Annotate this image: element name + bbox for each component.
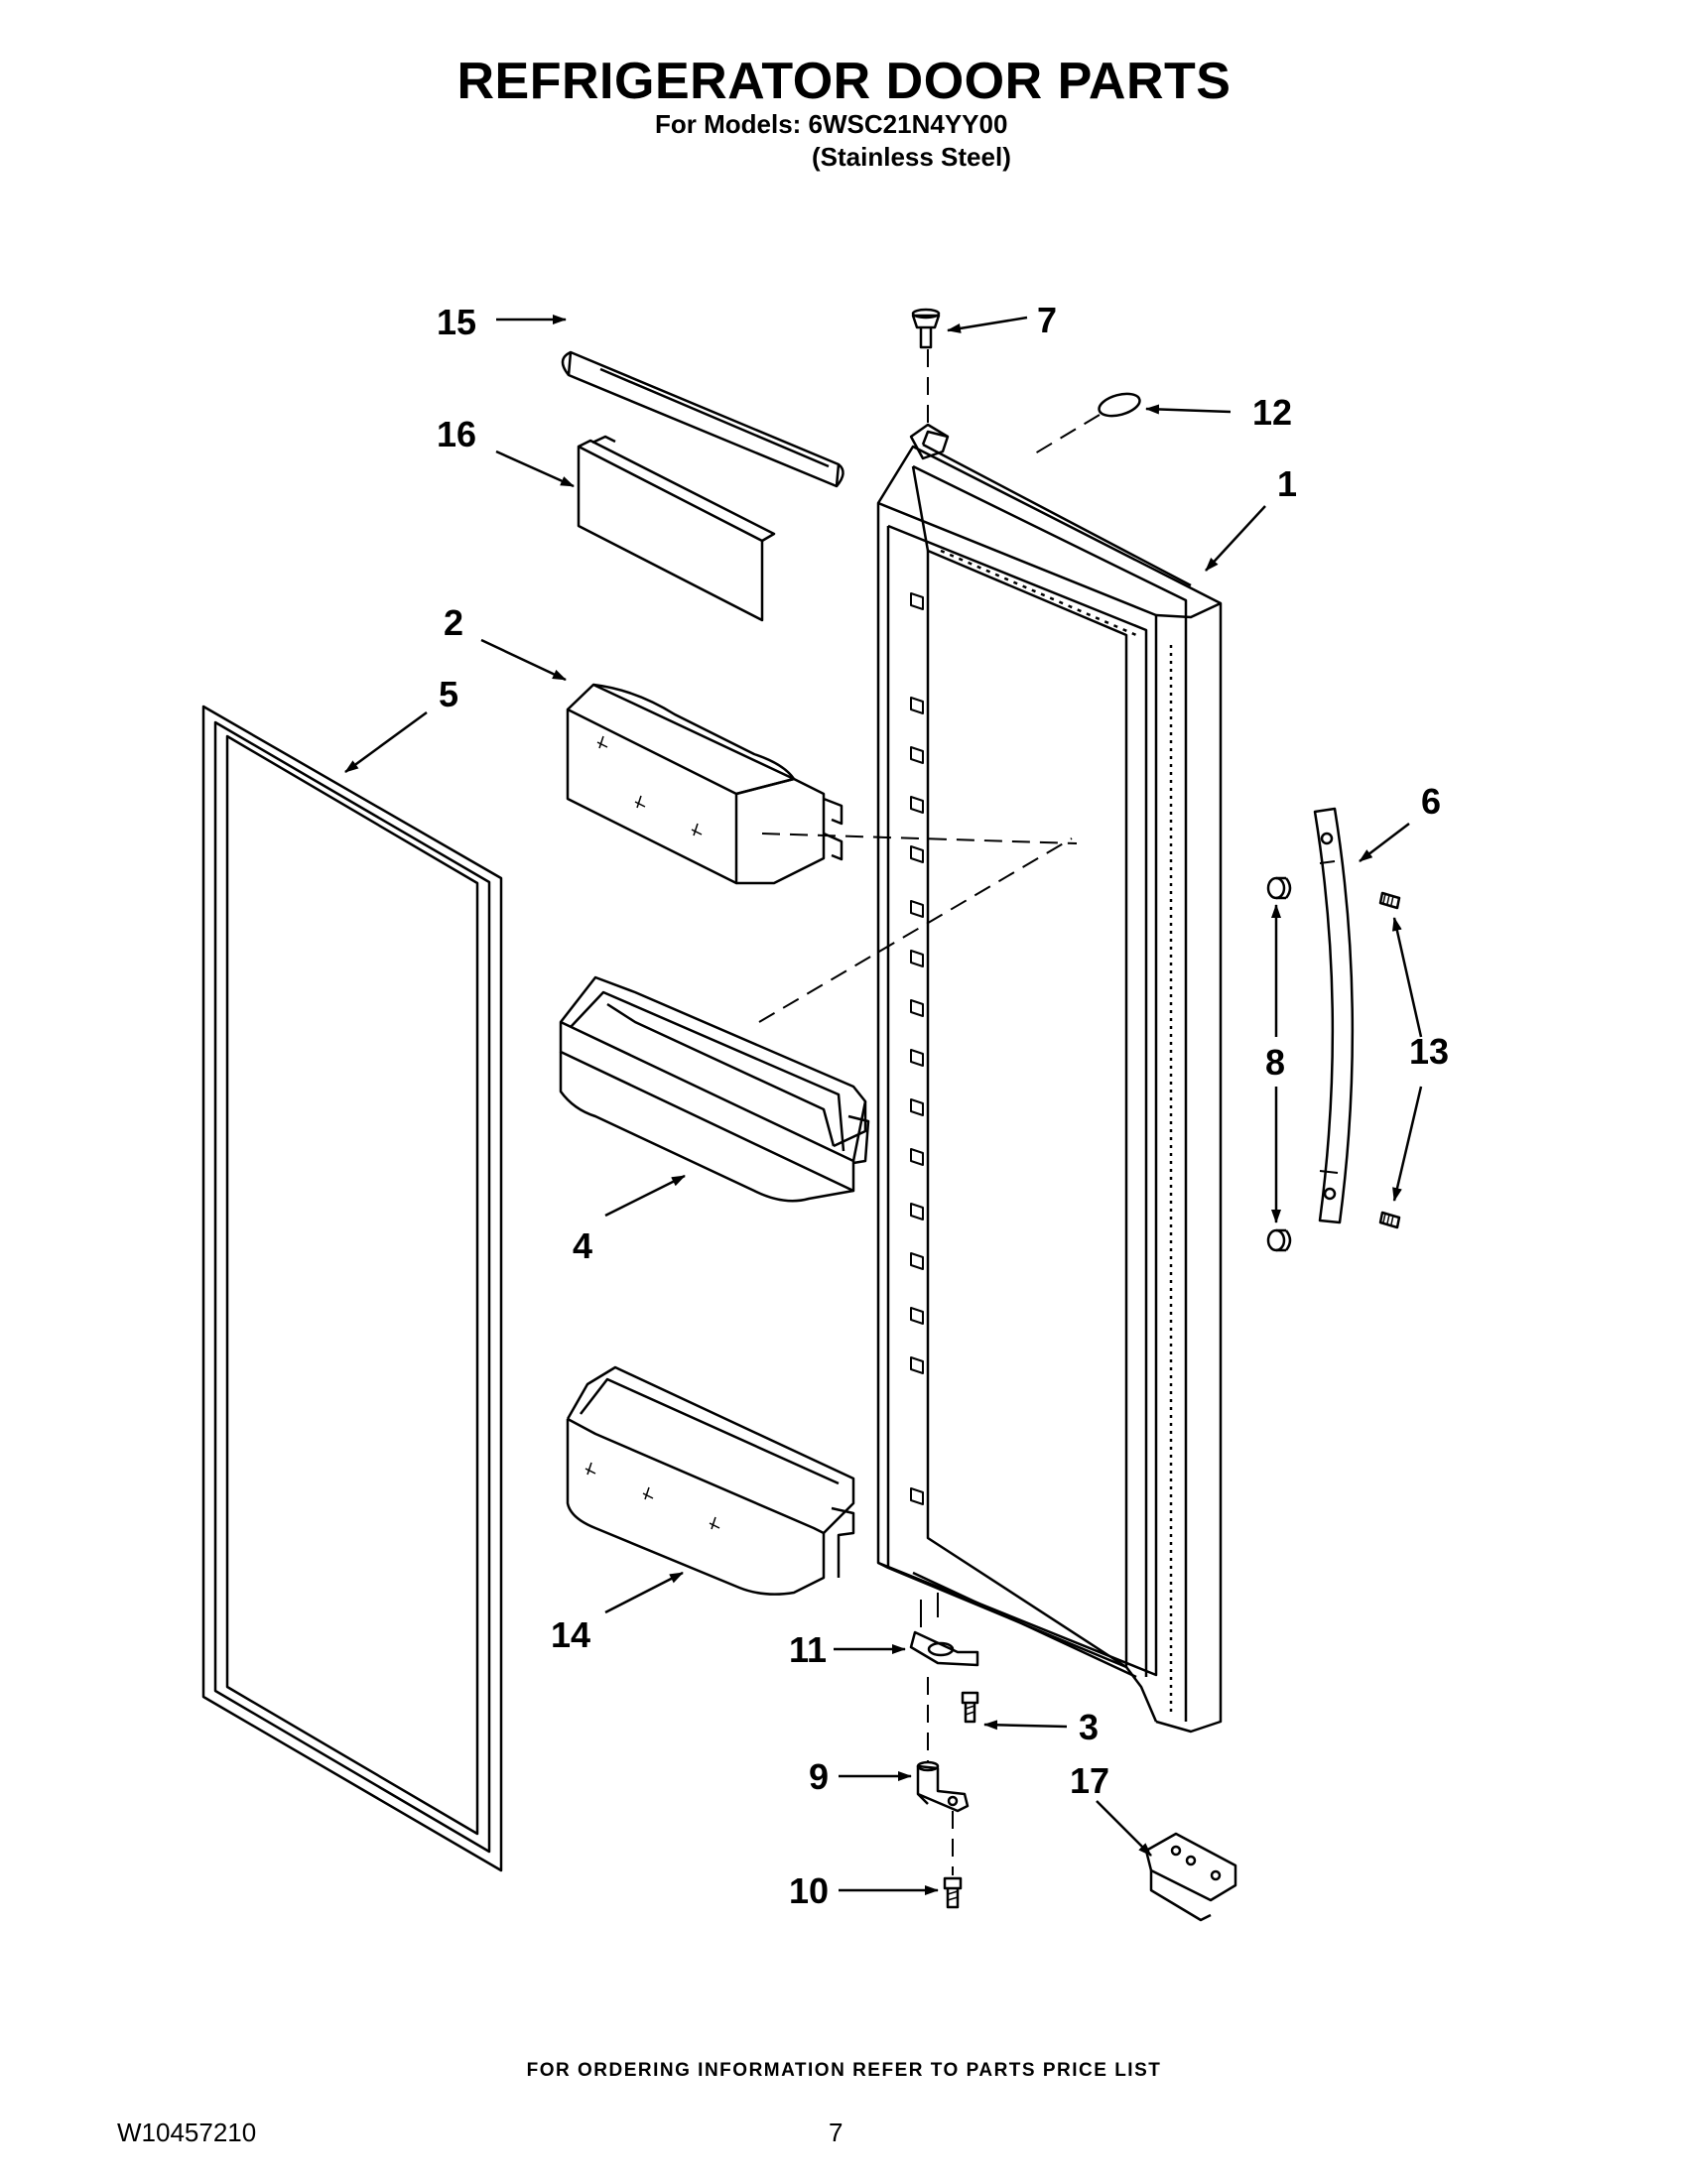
leader-4	[604, 1174, 686, 1218]
callout-11: 11	[789, 1629, 827, 1670]
callout-13: 13	[1409, 1031, 1449, 1072]
leader-3	[983, 1720, 1068, 1731]
callout-16: 16	[437, 414, 476, 454]
alignment-lines	[758, 349, 1101, 1875]
hinge-cover	[1144, 1832, 1237, 1922]
top-hinge	[909, 423, 950, 460]
leader-6	[1359, 823, 1410, 862]
callout-8: 8	[1265, 1042, 1285, 1083]
hinge-pin-top	[911, 308, 941, 349]
leader-13-up	[1391, 917, 1423, 1038]
leader-12	[1145, 404, 1232, 415]
leader-17	[1096, 1800, 1152, 1857]
door-handle	[1313, 807, 1355, 1224]
leader-5	[344, 710, 428, 774]
ordering-note: FOR ORDERING INFORMATION REFER TO PARTS …	[526, 2060, 1162, 2081]
dairy-bin	[566, 683, 844, 885]
callout-12: 12	[1252, 392, 1292, 433]
leader-7	[947, 316, 1028, 333]
hinge-plug	[1098, 392, 1141, 418]
handle-screw-bottom	[1378, 1211, 1401, 1229]
callout-5: 5	[439, 674, 458, 714]
callout-9: 9	[809, 1756, 829, 1797]
hinge-spacer	[909, 1593, 979, 1667]
door-assembly	[876, 430, 1223, 1734]
callout-17: 17	[1070, 1760, 1109, 1801]
hinge-screw	[961, 1691, 979, 1724]
callout-1: 1	[1277, 463, 1297, 504]
dairy-door	[577, 435, 776, 622]
door-gasket	[201, 705, 503, 1872]
callout-6: 6	[1421, 781, 1441, 822]
callout-7: 7	[1037, 300, 1057, 340]
leader-14	[604, 1571, 684, 1614]
callout-10: 10	[789, 1870, 829, 1911]
callout-3: 3	[1079, 1707, 1099, 1747]
handle-spacer-top	[1266, 876, 1292, 900]
leader-13-down	[1392, 1086, 1423, 1202]
callout-14: 14	[551, 1614, 590, 1655]
leader-16	[495, 450, 575, 488]
page-title: REFRIGERATOR DOOR PARTS	[456, 53, 1232, 110]
shelf-trim	[561, 350, 844, 488]
bottom-hinge	[916, 1760, 970, 1813]
hinge-bolt	[943, 1876, 963, 1909]
door-bin-lower	[566, 1365, 855, 1596]
leader-2	[480, 638, 567, 682]
finish-line: (Stainless Steel)	[812, 142, 1011, 172]
page-number: 7	[829, 2118, 844, 2147]
handle-spacer-bottom	[1266, 1228, 1292, 1252]
document-number: W10457210	[117, 2118, 257, 2147]
door-bin-upper	[559, 975, 870, 1203]
models-line: For Models: 6WSC21N4YY00	[655, 109, 1008, 139]
callout-15: 15	[437, 302, 476, 342]
callout-2: 2	[444, 602, 463, 643]
callout-4: 4	[573, 1225, 592, 1266]
handle-screw-top	[1378, 891, 1401, 910]
leader-1	[1205, 505, 1266, 572]
